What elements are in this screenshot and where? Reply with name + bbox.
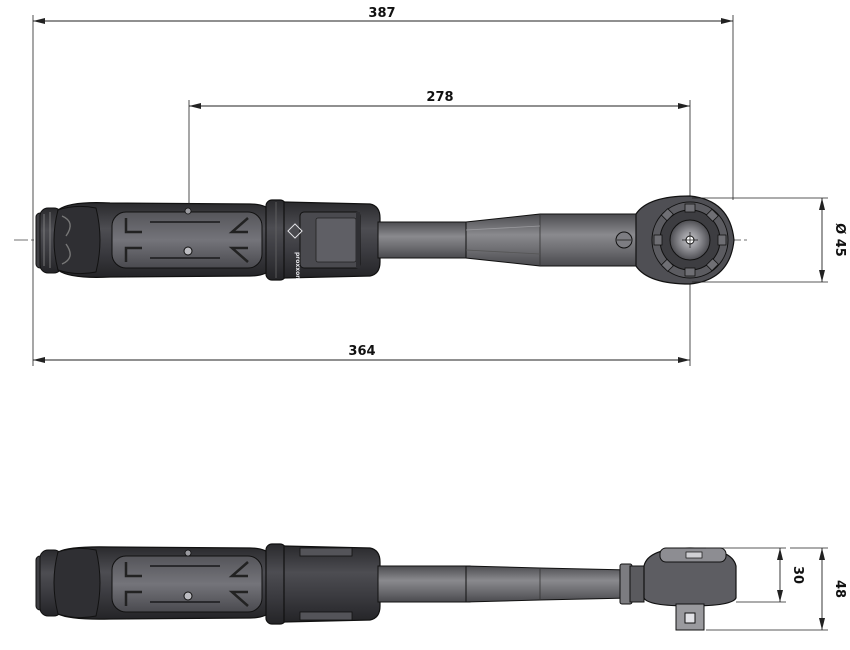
top-collar: [265, 199, 287, 281]
logo-text: proxxon: [294, 252, 301, 280]
brand-logo: proxxon: [287, 223, 303, 280]
dim-364: 364: [348, 344, 375, 359]
dim-30: 30: [790, 566, 805, 584]
dimension-head-diameter: Ø 45: [692, 197, 847, 283]
dim-diameter-45: Ø 45: [832, 223, 847, 257]
top-handle-pin: [183, 246, 193, 256]
top-handle: [53, 202, 273, 278]
side-view: [35, 543, 737, 631]
top-grip-insert: [111, 211, 263, 269]
dimension-overall-length: 387: [32, 6, 734, 240]
top-shaft: [377, 213, 639, 267]
dim-48: 48: [832, 580, 847, 598]
dimension-head-thickness: 30: [706, 547, 805, 603]
top-housing: proxxon: [283, 201, 381, 280]
dimension-body-length: 364: [32, 240, 691, 366]
dimension-overall-height: 48: [706, 547, 847, 631]
dim-278: 278: [426, 90, 453, 105]
top-view: proxxon: [14, 195, 748, 285]
dimension-pivot-span: 278: [188, 90, 691, 204]
dim-387: 387: [368, 6, 395, 21]
side-ratchet-head: [643, 547, 737, 631]
top-ratchet-head: [635, 195, 735, 285]
